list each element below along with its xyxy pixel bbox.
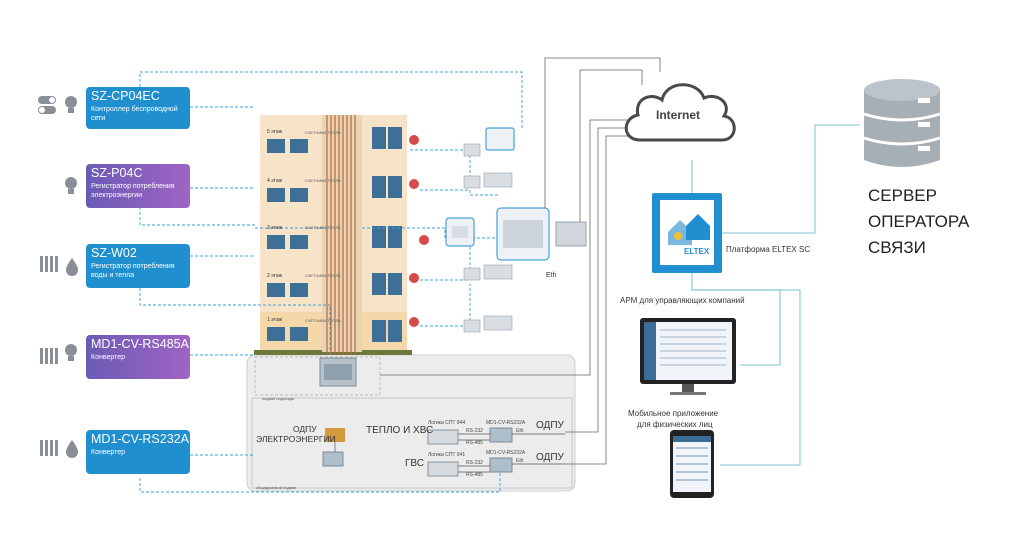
meter-label: СЧЕТЧИКИ ТЕПЛА — [305, 273, 341, 278]
device-subtitle: Конвертер — [91, 354, 126, 361]
radiator-icon — [40, 256, 58, 456]
server-label-line3: СВЯЗИ — [868, 238, 926, 257]
device-badge-md1-cv-rs485a: MD1-CV-RS485A Конвертер — [86, 335, 190, 379]
server-label-line2: ОПЕРАТОРА — [868, 212, 970, 231]
floor-label: 2 этаж — [267, 273, 282, 279]
device-title: SZ-P04C — [91, 166, 143, 180]
arm-label: АРМ для управляющих компаний — [620, 296, 745, 305]
phone-icon — [670, 430, 714, 498]
platform-logo: ELTEX — [684, 247, 710, 256]
platform-label: Платформа ELTEX SC — [726, 245, 811, 254]
converter-label: MD1-CV-RS232A — [486, 450, 526, 456]
meter-model-944: Логика СПТ 944 — [428, 420, 466, 426]
device-subtitle: Конвертер — [91, 449, 126, 456]
sensor-icons — [409, 135, 429, 327]
odpu-electric-label-line2: ЭЛЕКТРОЭНЕРГИИ — [256, 434, 336, 444]
meter-label: СЧЕТЧИКИ ТЕПЛА — [305, 130, 341, 135]
device-badge-md1-cv-rs232a: MD1-CV-RS232A Конвертер — [86, 430, 190, 474]
device-subtitle: Регистратор потребления воды и тепла — [91, 263, 175, 279]
floor-label: 3 этаж — [267, 225, 282, 231]
device-title: MD1-CV-RS485A — [91, 337, 189, 351]
cloud-icon — [624, 83, 736, 142]
device-badge-sz-cp04ec: SZ-CP04EC Контроллер беспроводной сети — [86, 87, 190, 129]
device-subtitle: Регистратор потребления электроэнергии — [91, 183, 175, 199]
device-title: SZ-CP04EC — [91, 89, 160, 103]
mobile-label-line1: Мобильное приложение — [628, 409, 719, 418]
odpu-electric-label-line1: ОДПУ — [293, 424, 317, 434]
eth-label: Eth — [516, 458, 524, 464]
rs485-label: RS-485 — [466, 472, 483, 478]
wireless-hub — [445, 127, 587, 261]
meter-icons — [463, 143, 513, 333]
meter-label: СЧЕТЧИКИ ТЕПЛА — [305, 225, 341, 230]
common-basement-label: общедомовой подвал — [256, 485, 297, 490]
converter-label: MD1-CV-RS232A — [486, 420, 526, 426]
rs232-label: RS-232 — [466, 460, 483, 466]
platform-links — [691, 124, 860, 466]
toggle-icon — [38, 96, 56, 114]
rs485-label: RS-485 — [466, 440, 483, 446]
basement-equipment — [322, 427, 565, 477]
eth-label: Eth — [546, 272, 557, 279]
entrance-basement-area — [254, 356, 381, 396]
mobile-label-line2: для физических лиц — [637, 420, 713, 429]
common-basement-area — [251, 397, 573, 489]
device-title: MD1-CV-RS232A — [91, 432, 189, 446]
device-badge-sz-p04c: SZ-P04C Регистратор потребления электроэ… — [86, 164, 190, 208]
device-badge-sz-w02: SZ-W02 Регистратор потребления воды и те… — [86, 244, 190, 288]
lightbulb-icon — [65, 96, 77, 361]
hot-water-label: ГВС — [405, 458, 424, 469]
eth-label: Eth — [516, 428, 524, 434]
rs232-label: RS-232 — [466, 428, 483, 434]
monitor-icon — [640, 318, 736, 395]
meter-label: СЧЕТЧИКИ ТЕПЛА — [305, 318, 341, 323]
floor-label: 1 этаж — [267, 317, 282, 323]
device-subtitle: Контроллер беспроводной сети — [91, 106, 178, 122]
dashed-links — [139, 71, 523, 493]
floor-label: 5 этаж — [267, 129, 282, 135]
device-title: SZ-W02 — [91, 246, 137, 260]
odpu-water-label: ОДПУ — [536, 452, 564, 463]
meter-label: СЧЕТЧИКИ ТЕПЛА — [305, 178, 341, 183]
meter-model-941: Логика СПТ 941 — [428, 452, 466, 458]
odpu-heat-label: ОДПУ — [536, 420, 564, 431]
eltex-platform — [652, 193, 722, 273]
floor-label: 4 этаж — [267, 178, 282, 184]
database-icon — [863, 79, 941, 167]
water-drop-icon — [66, 258, 78, 458]
basement-label: подвал подъезда — [262, 396, 294, 401]
building — [254, 115, 412, 387]
heat-water-label: ТЕПЛО И ХВС — [366, 425, 434, 436]
server-label-line1: СЕРВЕР — [868, 186, 937, 205]
internet-label: Internet — [656, 108, 701, 122]
